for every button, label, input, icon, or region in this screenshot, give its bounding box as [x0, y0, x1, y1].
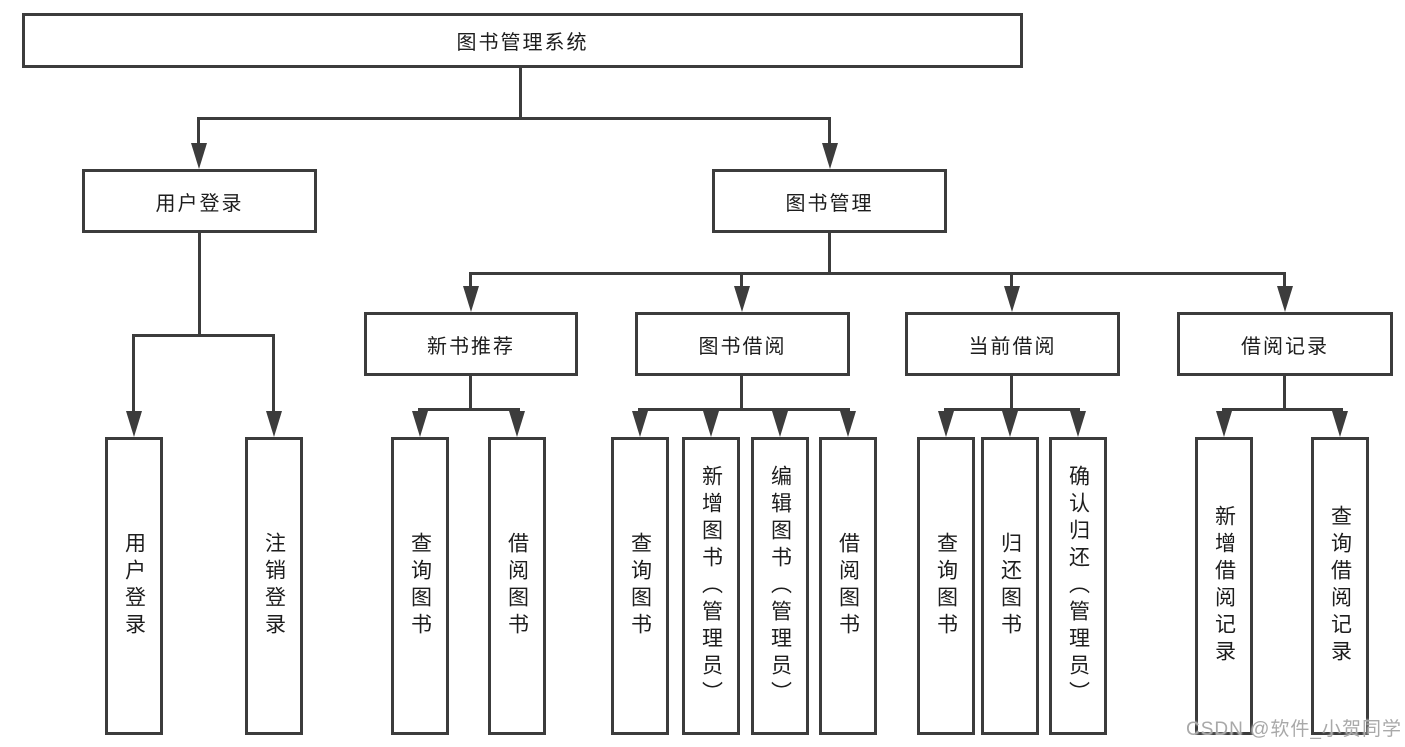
leaf-return-books-label: 归还图书 [998, 532, 1022, 640]
leaf-add-book-admin: 新增图书（管理员） [682, 437, 740, 735]
connector-line [198, 231, 201, 336]
arrow-down-icon [1070, 411, 1086, 437]
leaf-edit-book-admin: 编辑图书（管理员） [751, 437, 809, 735]
arrow-down-icon [412, 411, 428, 437]
leaf-query-books-current-label: 查询图书 [934, 532, 958, 640]
arrow-down-icon [463, 286, 479, 312]
arrow-down-icon [632, 411, 648, 437]
leaf-edit-book-admin-label: 编辑图书（管理员） [768, 464, 792, 708]
arrow-down-icon [1277, 286, 1293, 312]
leaf-add-borrow-record: 新增借阅记录 [1195, 437, 1253, 735]
node-new-book-recommend-label: 新书推荐 [427, 335, 515, 358]
leaf-query-books-borrowing: 查询图书 [611, 437, 669, 735]
arrow-down-icon [703, 411, 719, 437]
leaf-borrow-books-borrowing-label: 借阅图书 [836, 532, 860, 640]
connector-line [1010, 272, 1013, 288]
connector-line [197, 117, 200, 145]
connector-line [197, 117, 831, 120]
leaf-logout-label: 注销登录 [262, 532, 286, 640]
node-library-system-label: 图书管理系统 [456, 32, 589, 54]
connector-line [828, 117, 831, 145]
connector-line [519, 67, 522, 119]
leaf-query-books-borrowing-label: 查询图书 [628, 532, 652, 640]
leaf-query-borrow-record: 查询借阅记录 [1311, 437, 1369, 735]
node-book-management-label: 图书管理 [785, 192, 874, 215]
connector-line [469, 272, 472, 288]
connector-line [418, 408, 520, 411]
node-new-book-recommend: 新书推荐 [364, 312, 578, 376]
leaf-add-book-admin-label: 新增图书（管理员） [699, 464, 723, 708]
arrow-down-icon [1004, 286, 1020, 312]
arrow-down-icon [126, 411, 142, 437]
leaf-query-books-recommend-label: 查询图书 [408, 532, 432, 640]
node-user-login-label: 用户登录 [155, 192, 244, 215]
node-current-borrowing: 当前借阅 [905, 312, 1120, 376]
connector-line [944, 408, 1080, 411]
watermark: CSDN @软件_小贺同学 [1186, 719, 1402, 740]
arrow-down-icon [191, 143, 207, 169]
connector-line [638, 408, 850, 411]
leaf-user-login-label: 用户登录 [122, 532, 146, 640]
leaf-confirm-return-admin: 确认归还（管理员） [1049, 437, 1107, 735]
arrow-down-icon [734, 286, 750, 312]
node-borrow-records-label: 借阅记录 [1241, 335, 1329, 358]
node-current-borrowing-label: 当前借阅 [968, 335, 1057, 358]
arrow-down-icon [938, 411, 954, 437]
arrow-down-icon [266, 411, 282, 437]
arrow-down-icon [840, 411, 856, 437]
leaf-add-borrow-record-label: 新增借阅记录 [1212, 505, 1236, 667]
node-book-management: 图书管理 [712, 169, 947, 233]
node-borrow-records: 借阅记录 [1177, 312, 1393, 376]
arrow-down-icon [822, 143, 838, 169]
leaf-query-books-current: 查询图书 [917, 437, 975, 735]
connector-line [1283, 376, 1286, 410]
leaf-borrow-books-borrowing: 借阅图书 [819, 437, 877, 735]
arrow-down-icon [1332, 411, 1348, 437]
node-book-borrowing: 图书借阅 [635, 312, 850, 376]
arrow-down-icon [772, 411, 788, 437]
connector-line [1222, 408, 1343, 411]
connector-line [132, 334, 135, 413]
leaf-confirm-return-admin-label: 确认归还（管理员） [1066, 464, 1090, 708]
connector-line [740, 272, 743, 288]
connector-line [1283, 272, 1286, 288]
leaf-return-books: 归还图书 [981, 437, 1039, 735]
node-library-system: 图书管理系统 [22, 13, 1023, 68]
leaf-user-login: 用户登录 [105, 437, 163, 735]
connector-line [828, 233, 831, 274]
leaf-query-books-recommend: 查询图书 [391, 437, 449, 735]
connector-line [1010, 376, 1013, 410]
node-user-login: 用户登录 [82, 169, 317, 233]
node-book-borrowing-label: 图书借阅 [698, 335, 787, 358]
arrow-down-icon [1216, 411, 1232, 437]
connector-line [469, 376, 472, 410]
leaf-borrow-books-recommend-label: 借阅图书 [505, 532, 529, 640]
leaf-borrow-books-recommend: 借阅图书 [488, 437, 546, 735]
connector-line [272, 334, 275, 413]
arrow-down-icon [1002, 411, 1018, 437]
connector-line [469, 272, 1286, 275]
arrow-down-icon [509, 411, 525, 437]
connector-line [132, 334, 275, 337]
leaf-query-borrow-record-label: 查询借阅记录 [1328, 505, 1352, 667]
connector-line [740, 376, 743, 410]
leaf-logout: 注销登录 [245, 437, 303, 735]
